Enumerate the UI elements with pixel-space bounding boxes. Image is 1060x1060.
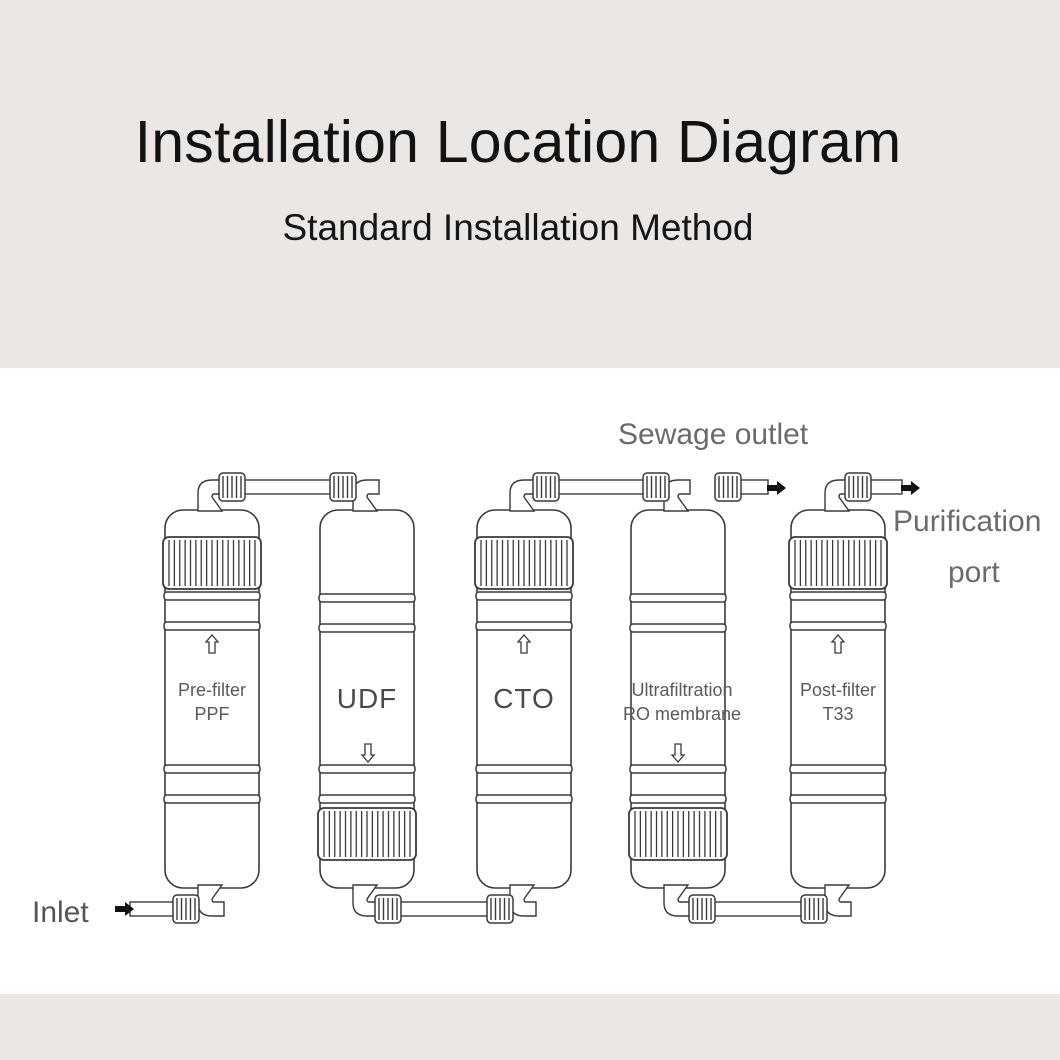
cartridge-band [163, 591, 261, 601]
cartridge-band [789, 621, 887, 631]
elbow-bottom-3 [509, 884, 537, 917]
elbow-body [197, 884, 225, 917]
inlet-label: Inlet [32, 896, 89, 929]
purification-port-label-line1: Purification [893, 505, 1041, 538]
sewage-arrow-icon [767, 481, 786, 495]
connector-top-4 [642, 472, 670, 502]
cartridge-band [629, 764, 727, 774]
cartridge-band [789, 764, 887, 774]
elbow-body [352, 479, 380, 512]
flow-down-arrow-icon [670, 743, 686, 763]
purification-port-label-line2: port [948, 556, 1000, 589]
connector-purified [844, 472, 872, 502]
flow-down-arrow-icon [360, 743, 376, 763]
cartridge-band [475, 621, 573, 631]
fitting-group [172, 472, 872, 924]
connector-top-1 [218, 472, 246, 502]
cartridge-label: PPF [194, 704, 229, 724]
cartridge-label: CTO [493, 683, 555, 714]
sewage-outlet-label: Sewage outlet [618, 418, 809, 451]
page-title: Installation Location Diagram [134, 109, 902, 175]
cartridge-band [318, 794, 416, 804]
cartridge-band [163, 794, 261, 804]
elbow-bottom-5 [824, 884, 852, 917]
cartridge-band [475, 794, 573, 804]
elbow-bottom-1 [197, 884, 225, 917]
cartridge-band [318, 593, 416, 603]
pipe-bottom-2-3 [391, 901, 501, 917]
connector-bottom-3 [486, 894, 514, 924]
elbow-top-3 [509, 479, 537, 512]
cartridge-band [629, 593, 727, 603]
elbow-body [663, 884, 691, 917]
page-subtitle: Standard Installation Method [282, 207, 754, 248]
header-band: Installation Location Diagram Standard I… [0, 0, 1060, 368]
pipe-top-3-4 [545, 479, 657, 495]
filter-cartridge: Ultrafiltration RO membrane [623, 509, 741, 889]
connector-inlet [172, 894, 200, 924]
cartridge-label: T33 [822, 704, 853, 724]
flow-up-arrow-icon [204, 634, 220, 654]
connector-bottom-5 [800, 894, 828, 924]
cartridge-band [163, 621, 261, 631]
cartridge-label: UDF [337, 683, 398, 714]
flow-up-arrow-icon [830, 634, 846, 654]
flow-up-arrow-icon [516, 634, 532, 654]
cartridge-band [318, 764, 416, 774]
inlet-arrow-icon [115, 902, 134, 916]
cartridge-label: Pre-filter [178, 680, 246, 700]
purified-arrow-icon [901, 481, 920, 495]
pipe-top-1-2 [231, 479, 346, 495]
cartridge-band [789, 591, 887, 601]
cartridge-label: RO membrane [623, 704, 741, 724]
cartridge-label: Ultrafiltration [631, 680, 732, 700]
filter-cartridge: UDF [317, 509, 417, 889]
port-arrows [115, 481, 920, 916]
elbow-bottom-4 [663, 884, 691, 917]
footer-band [0, 994, 1060, 1060]
cartridge-band [475, 764, 573, 774]
elbow-top-2 [352, 479, 380, 512]
cartridge-band [629, 794, 727, 804]
cartridge-band [318, 623, 416, 633]
connector-bottom-4 [688, 894, 716, 924]
cartridge-label: Post-filter [800, 680, 876, 700]
cartridge-band [163, 764, 261, 774]
cartridge-band [789, 794, 887, 804]
pipe-bottom-4-5 [705, 901, 815, 917]
elbow-body [509, 884, 537, 917]
connector-top-3 [532, 472, 560, 502]
elbow-body [824, 884, 852, 917]
filter-cartridge: CTO [474, 509, 574, 889]
elbow-body [509, 479, 537, 512]
cartridge-band [629, 623, 727, 633]
connector-bottom-2 [374, 894, 402, 924]
connector-sewage [714, 472, 742, 502]
cartridge-band [475, 591, 573, 601]
connector-top-2 [329, 472, 357, 502]
